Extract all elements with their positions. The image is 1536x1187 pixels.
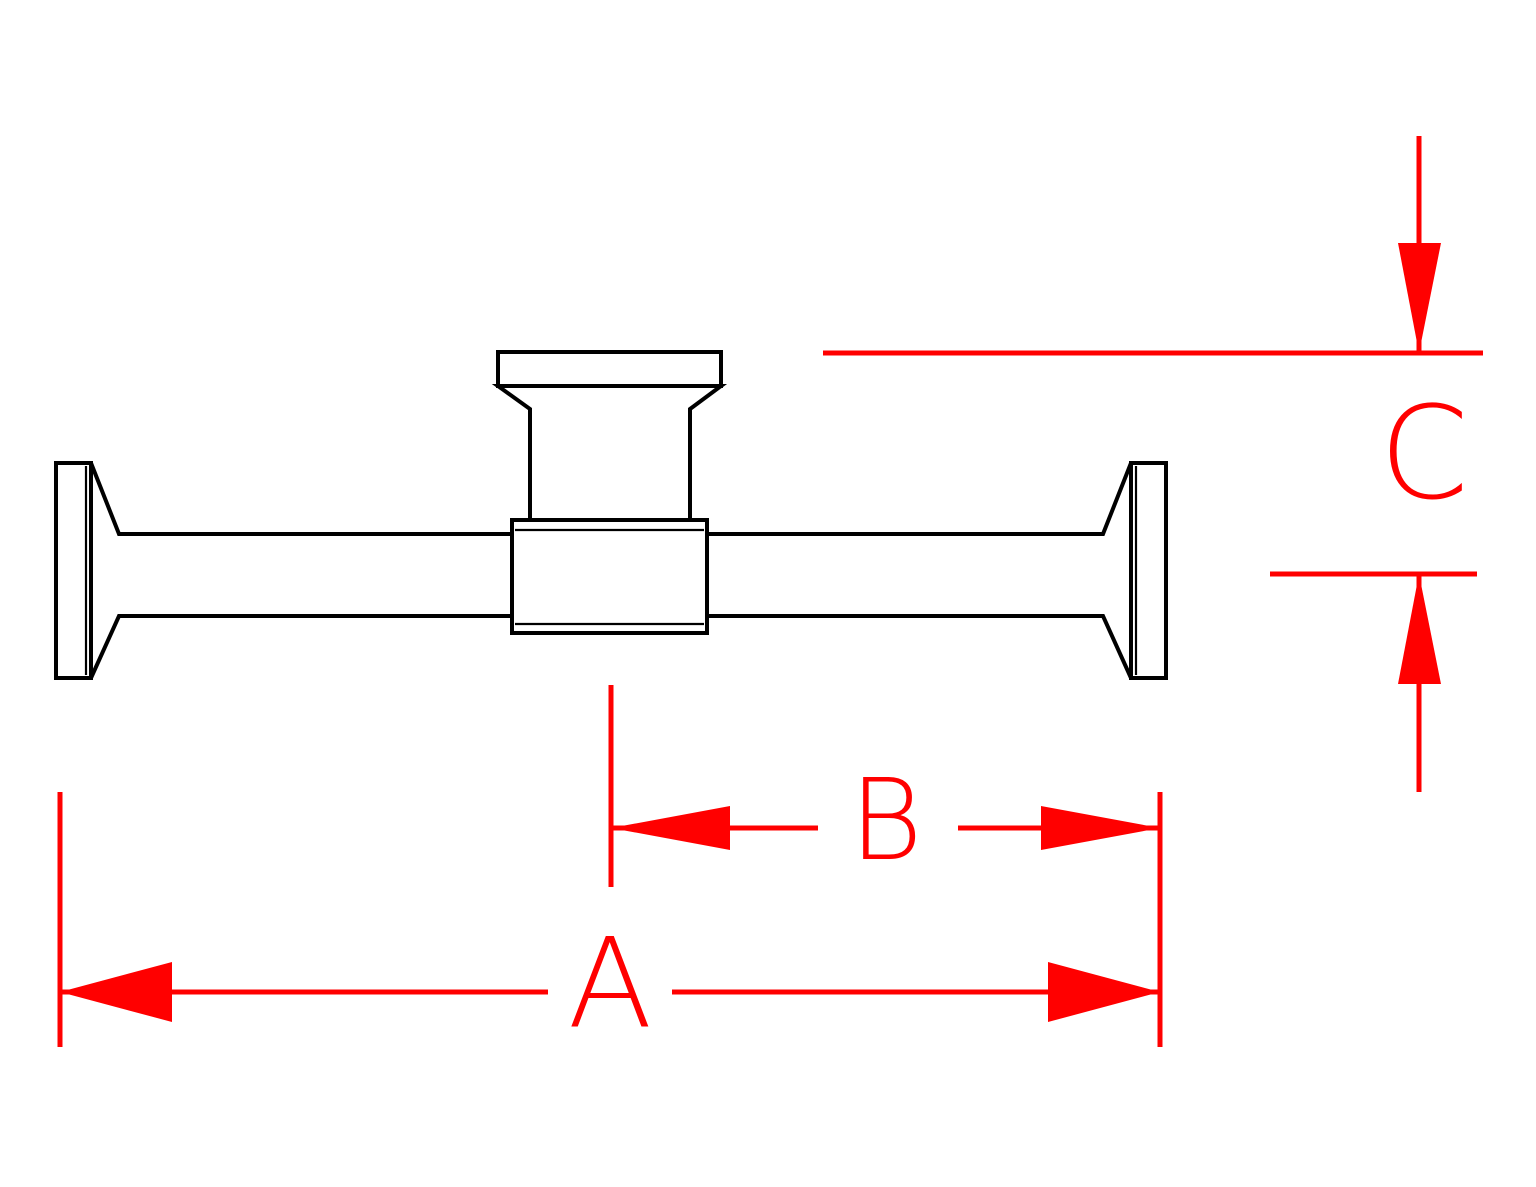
dimension-a-arrowhead-left: [60, 962, 172, 1022]
dimension-c-arrowhead-top: [1398, 243, 1441, 353]
left-run-body: [89, 462, 514, 679]
dimension-b-arrowhead-right: [1041, 806, 1160, 850]
dimension-b-group: B: [608, 685, 1163, 887]
dimension-b-label: B: [849, 756, 922, 886]
top-branch-flange: [496, 350, 723, 388]
dimension-c-label: C: [1379, 379, 1468, 528]
branch-neck: [491, 384, 728, 522]
dimension-a-arrowhead-right: [1048, 962, 1160, 1022]
dimension-c-arrowhead-bottom: [1398, 574, 1441, 684]
tee-body: [510, 518, 709, 635]
dimension-c-group: C: [823, 136, 1483, 792]
right-run-body: [705, 462, 1133, 679]
part-geometry-group: [54, 350, 1168, 680]
dimension-b-arrowhead-left: [611, 806, 730, 850]
dimension-a-label: A: [568, 912, 653, 1056]
